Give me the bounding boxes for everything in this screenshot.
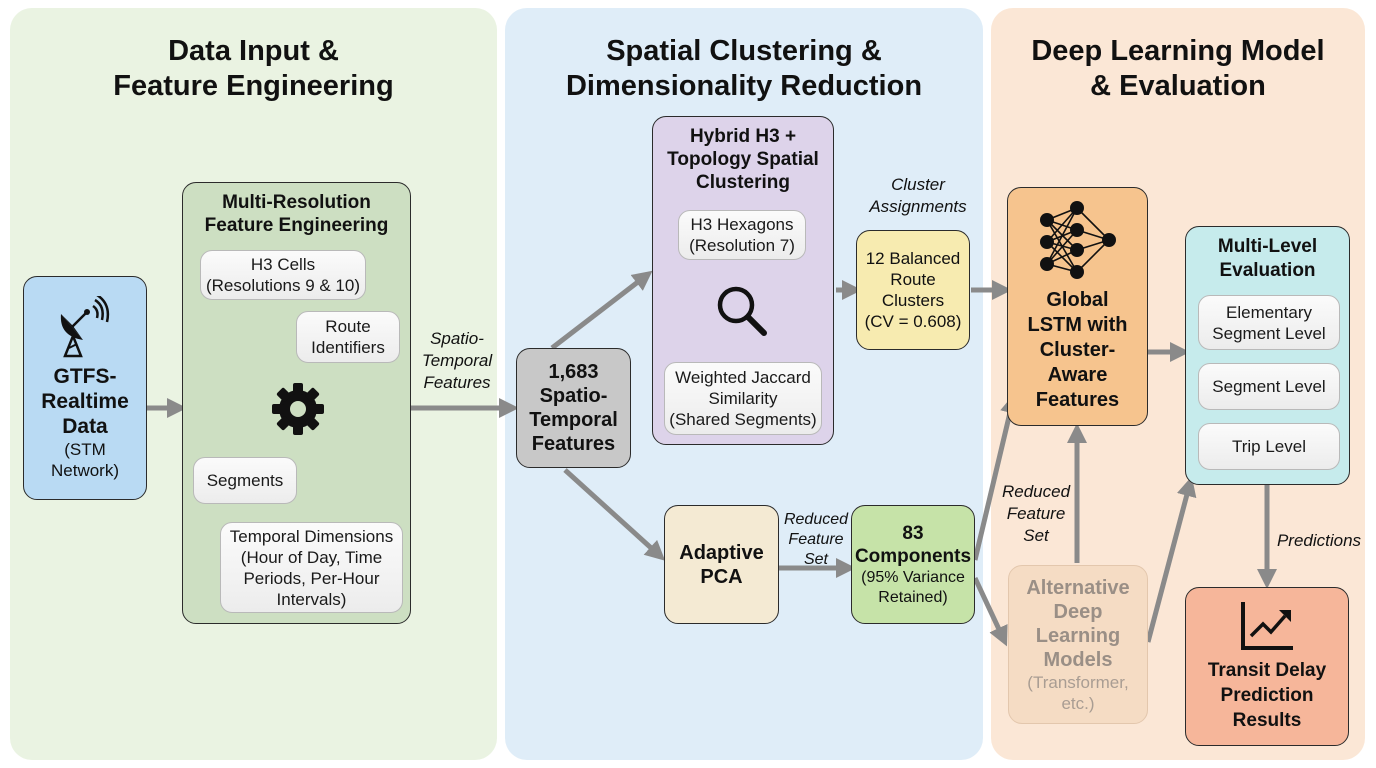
node-route-clusters[interactable]: 12 Balanced Route Clusters (CV = 0.608) (856, 230, 970, 350)
node-spatio-temporal-features[interactable]: 1,683 Spatio- Temporal Features (516, 348, 631, 468)
components-subtitle: (95% Variance Retained) (861, 568, 965, 606)
sub-weighted-jaccard[interactable]: Weighted Jaccard Similarity (Shared Segm… (664, 362, 822, 435)
node-transit-delay-prediction-results[interactable]: Transit Delay Prediction Results (1185, 587, 1349, 746)
satellite-dish-icon (60, 295, 110, 357)
sub-route-identifiers[interactable]: Route Identifiers (296, 311, 400, 363)
panel-title-deep-learning: Deep Learning Model & Evaluation (1031, 35, 1325, 102)
node-adaptive-pca[interactable]: Adaptive PCA (664, 505, 779, 624)
sub-trip-level[interactable]: Trip Level (1198, 423, 1340, 470)
trend-chart-icon (1241, 602, 1293, 650)
edge-label-reduced-feature-set-1: Reduced Feature Set (783, 511, 849, 568)
node-83-components[interactable]: 83 Components (95% Variance Retained) (851, 505, 975, 624)
hybrid-title: Hybrid H3 + Topology Spatial Clustering (667, 126, 819, 193)
node-gtfs-realtime-data[interactable]: GTFS- Realtime Data (STM Network) (23, 276, 147, 500)
gtfs-subtitle: (STM Network) (50, 439, 119, 480)
sub-temporal-dimensions[interactable]: Temporal Dimensions (Hour of Day, Time P… (220, 522, 403, 613)
sub-segments[interactable]: Segments (193, 457, 297, 504)
sub-segment-level[interactable]: Segment Level (1198, 363, 1340, 410)
panel-title-data-input: Data Input & Feature Engineering (113, 35, 394, 102)
alternative-title: Alternative Deep Learning Models (1026, 576, 1130, 671)
node-global-lstm[interactable]: Global LSTM with Cluster- Aware Features (1007, 187, 1148, 426)
lstm-title: Global LSTM with Cluster- Aware Features (1027, 289, 1128, 411)
features-title: 1,683 Spatio- Temporal Features (529, 361, 618, 455)
magnifier-icon (717, 286, 767, 336)
edge-label-spatio-temporal-features: Spatio- Temporal Features (421, 329, 493, 392)
sub-h3-cells[interactable]: H3 Cells (Resolutions 9 & 10) (200, 250, 366, 300)
evaluation-title: Multi-Level Evaluation (1217, 236, 1318, 281)
alternative-subtitle: (Transformer, etc.) (1027, 672, 1129, 713)
neural-network-icon (1039, 201, 1116, 279)
node-alternative-deep-learning-models[interactable]: Alternative Deep Learning Models (Transf… (1008, 565, 1148, 724)
sub-elementary-segment-level[interactable]: Elementary Segment Level (1198, 295, 1340, 350)
gear-icon (272, 383, 324, 435)
edge-label-reduced-feature-set-2: Reduced Feature Set (1001, 482, 1071, 545)
edge-label-predictions: Predictions (1276, 531, 1362, 550)
sub-h3-hexagons[interactable]: H3 Hexagons (Resolution 7) (678, 210, 806, 260)
gtfs-title: GTFS- Realtime Data (41, 364, 129, 438)
results-title: Transit Delay Prediction Results (1207, 660, 1327, 731)
edge-label-cluster-assignments: Cluster Assignments (869, 175, 967, 216)
panel-title-spatial-clustering: Spatial Clustering & Dimensionality Redu… (565, 35, 923, 102)
components-title: 83 Components (854, 522, 972, 567)
feature-eng-title: Multi-Resolution Feature Engineering (204, 192, 389, 236)
pca-title: Adaptive PCA (679, 541, 764, 588)
clusters-title: 12 Balanced Route Clusters (CV = 0.608) (864, 249, 962, 331)
